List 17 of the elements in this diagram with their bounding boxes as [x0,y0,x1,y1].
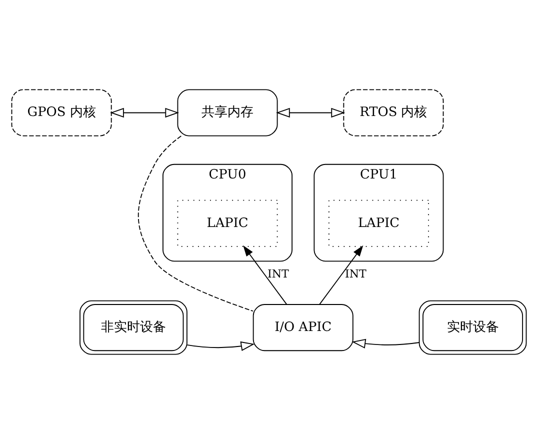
node-box: 非实时设备 [80,300,188,355]
node-box: I/O APIC [252,304,354,352]
arrow [186,341,255,351]
node-box: RTOS 内核 [343,89,444,136]
node-box: GPOS 内核 [11,89,112,136]
node-box: LAPIC [328,200,429,247]
edge-label: INT [268,267,289,280]
connector [138,136,254,312]
arrow [352,338,420,348]
arrow [243,245,288,305]
node-box: LAPIC [177,200,278,247]
node-box: 共享内存 [177,89,278,136]
arrow [276,108,345,118]
node-box: 实时设备 [418,300,527,355]
edge-label: INT [344,267,366,280]
arrow [110,108,180,118]
arrow [319,245,364,305]
